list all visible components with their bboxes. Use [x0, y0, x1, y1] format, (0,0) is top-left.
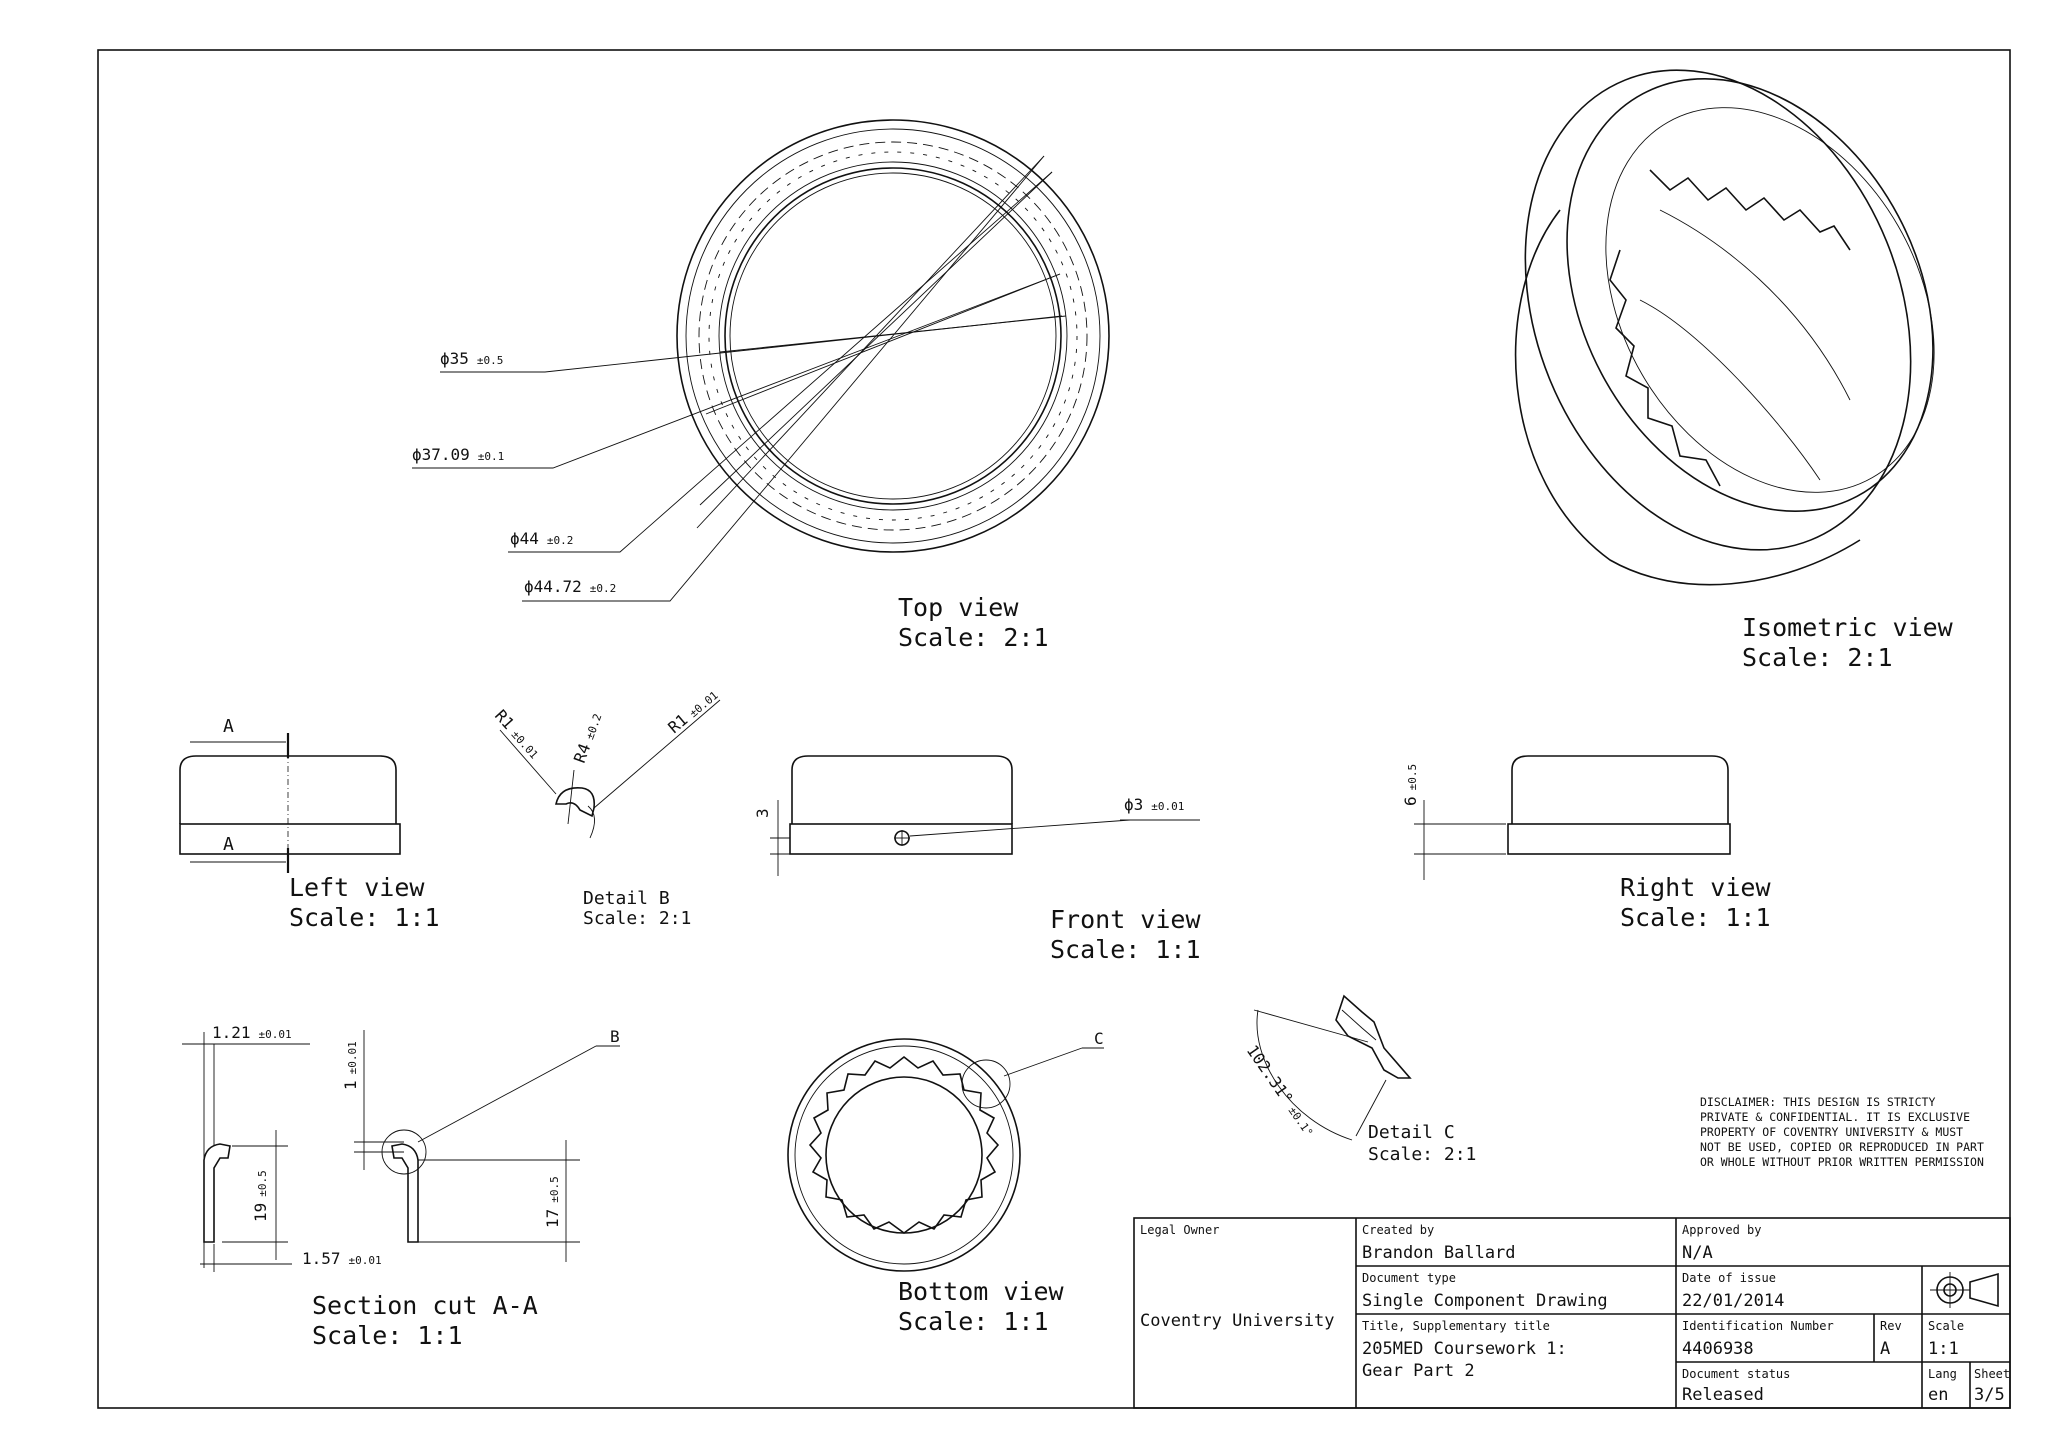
right-view-scale: Scale: 1:1: [1620, 903, 1771, 932]
title-line-2: Gear Part 2: [1362, 1361, 1475, 1381]
top-view: ϕ35±0.5 ϕ37.09±0.1 ϕ44±0.2 ϕ44.72±0.2 To…: [412, 119, 1110, 652]
bottom-view-scale: Scale: 1:1: [898, 1307, 1049, 1336]
front-view: ϕ3±0.01 3 Front view Scale: 1:1: [753, 755, 1201, 964]
dim-hole: ϕ3±0.01: [1124, 795, 1184, 814]
detail-c: 102.31°±0.1° Detail C Scale: 2:1: [1243, 994, 1476, 1165]
left-view-title: Left view: [289, 873, 425, 902]
section-view-title: Section cut A-A: [312, 1291, 538, 1320]
detail-c-scale: Scale: 2:1: [1368, 1144, 1476, 1165]
scale: 1:1: [1928, 1339, 1959, 1359]
id-label: Identification Number: [1682, 1319, 1834, 1333]
sheet-border: [97, 49, 2011, 1409]
disclaimer: DISCLAIMER: THIS DESIGN IS STRICTY PRIVA…: [1700, 1095, 1984, 1169]
svg-text:NOT BE USED, COPIED OR REPRODU: NOT BE USED, COPIED OR REPRODUCED IN PAR…: [1700, 1140, 1984, 1154]
sheet-label: Sheet: [1974, 1367, 2010, 1381]
dim-d3709: ϕ37.09±0.1: [412, 445, 504, 464]
dim-r4: R4±0.2: [570, 710, 606, 765]
dim-angle: 102.31°±0.1°: [1243, 1041, 1320, 1139]
svg-text:PRIVATE & CONFIDENTIAL. IT IS: PRIVATE & CONFIDENTIAL. IT IS EXCLUSIVE: [1700, 1110, 1970, 1124]
section-marker-a-top: A: [223, 716, 234, 737]
bottom-view-title: Bottom view: [898, 1277, 1065, 1306]
date-of-issue: 22/01/2014: [1682, 1291, 1784, 1311]
svg-text:DISCLAIMER: THIS DESIGN IS STR: DISCLAIMER: THIS DESIGN IS STRICTY: [1700, 1095, 1935, 1109]
detail-b-scale: Scale: 2:1: [583, 908, 691, 929]
dim-d35: ϕ35±0.5: [440, 349, 503, 368]
top-view-scale: Scale: 2:1: [898, 623, 1049, 652]
lang-label: Lang: [1928, 1367, 1957, 1381]
detail-b-title: Detail B: [583, 888, 670, 909]
legal-owner-label: Legal Owner: [1140, 1223, 1219, 1237]
detail-b: R1±0.01 R4±0.2 R1±0.01 Detail B Scale: 2…: [491, 685, 721, 929]
section-view: B 1.21±0.01 1±0.01 19±0.5 1.57±0.01 17±0…: [182, 1023, 620, 1350]
detail-c-marker: C: [1094, 1029, 1104, 1048]
detail-c-title: Detail C: [1368, 1122, 1455, 1143]
right-view: 6±0.5 Right view Scale: 1:1: [1401, 755, 1771, 932]
dim-h19: 19±0.5: [251, 1170, 270, 1222]
dim-d4472: ϕ44.72±0.2: [524, 577, 616, 596]
title-block: Legal Owner Coventry University Created …: [1133, 1217, 2011, 1409]
sheet-number: 3/5: [1974, 1385, 2005, 1405]
bottom-view: C Bottom view Scale: 1:1: [787, 1029, 1104, 1336]
legal-owner: Coventry University: [1140, 1311, 1334, 1331]
doc-type-label: Document type: [1362, 1271, 1456, 1285]
dim-six: 6±0.5: [1401, 764, 1420, 806]
dim-d44: ϕ44±0.2: [510, 529, 573, 548]
title-line-1: 205MED Coursework 1:: [1362, 1339, 1567, 1359]
projection-symbol-icon: [1930, 1272, 1999, 1308]
left-view: A A Left view Scale: 1:1: [179, 716, 440, 932]
created-by: Brandon Ballard: [1362, 1243, 1516, 1263]
isometric-view-scale: Scale: 2:1: [1742, 643, 1893, 672]
lang: en: [1928, 1385, 1948, 1405]
dim-h17: 17±0.5: [543, 1176, 562, 1228]
dim-three: 3: [753, 808, 772, 818]
section-view-scale: Scale: 1:1: [312, 1321, 463, 1350]
right-view-title: Right view: [1620, 873, 1771, 902]
approved-by-label: Approved by: [1682, 1223, 1761, 1237]
svg-text:OR WHOLE WITHOUT PRIOR WRITTEN: OR WHOLE WITHOUT PRIOR WRITTEN PERMISSIO…: [1700, 1155, 1984, 1169]
top-view-title: Top view: [898, 593, 1019, 622]
title-label: Title, Supplementary title: [1362, 1319, 1550, 1333]
approved-by: N/A: [1682, 1243, 1713, 1263]
rev: A: [1880, 1339, 1890, 1359]
detail-b-marker: B: [610, 1027, 620, 1046]
rev-label: Rev: [1880, 1319, 1902, 1333]
scale-label: Scale: [1928, 1319, 1964, 1333]
dim-r1-left: R1±0.01: [491, 706, 544, 762]
dim-w157: 1.57±0.01: [302, 1249, 382, 1268]
dim-r1-right: R1±0.01: [664, 685, 721, 737]
isometric-view-title: Isometric view: [1742, 613, 1954, 642]
front-view-scale: Scale: 1:1: [1050, 935, 1201, 964]
dim-h1: 1±0.01: [341, 1041, 360, 1090]
doc-type: Single Component Drawing: [1362, 1291, 1608, 1311]
dim-w121: 1.21±0.01: [212, 1023, 292, 1042]
id-number: 4406938: [1682, 1339, 1754, 1359]
svg-text:PROPERTY OF COVENTRY UNIVERSIT: PROPERTY OF COVENTRY UNIVERSITY & MUST: [1700, 1125, 1963, 1139]
isometric-view: Isometric view Scale: 2:1: [1514, 69, 1954, 672]
status-label: Document status: [1682, 1367, 1790, 1381]
section-marker-a-bottom: A: [223, 834, 234, 855]
date-label: Date of issue: [1682, 1271, 1776, 1285]
front-view-title: Front view: [1050, 905, 1201, 934]
document-status: Released: [1682, 1385, 1764, 1405]
created-by-label: Created by: [1362, 1223, 1434, 1237]
left-view-scale: Scale: 1:1: [289, 903, 440, 932]
